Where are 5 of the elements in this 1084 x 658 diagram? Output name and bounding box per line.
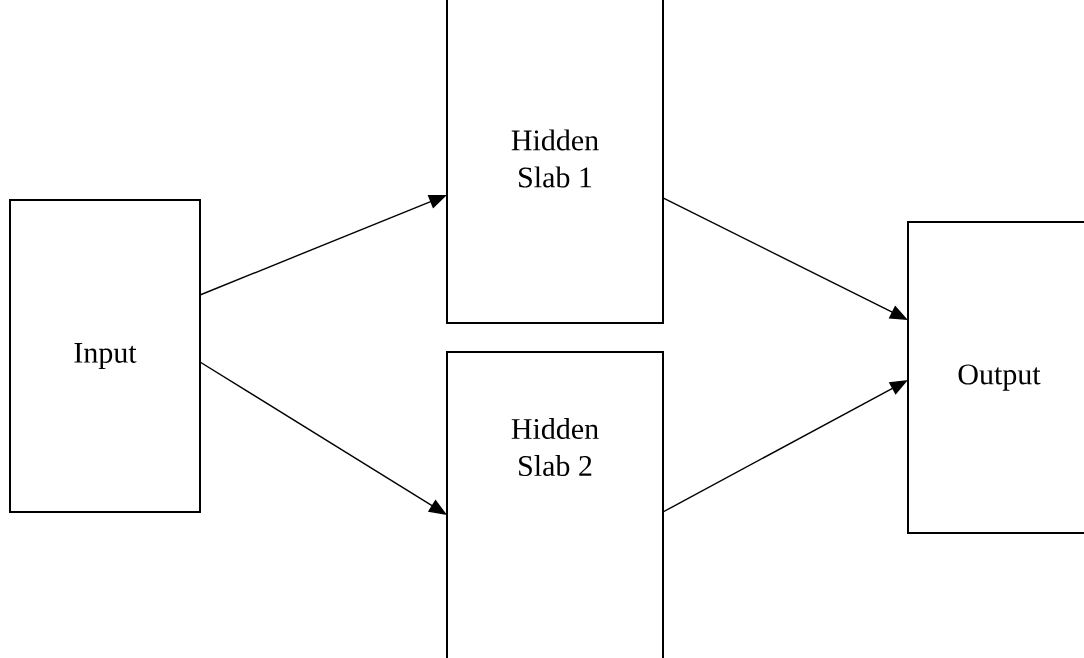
slab-box: Output [907, 221, 1084, 534]
slab-box: Input [9, 199, 201, 513]
slab-box: Hidden Slab 2 [446, 351, 664, 658]
arrow [199, 361, 447, 515]
slab-box: Hidden Slab 1 [446, 0, 664, 324]
